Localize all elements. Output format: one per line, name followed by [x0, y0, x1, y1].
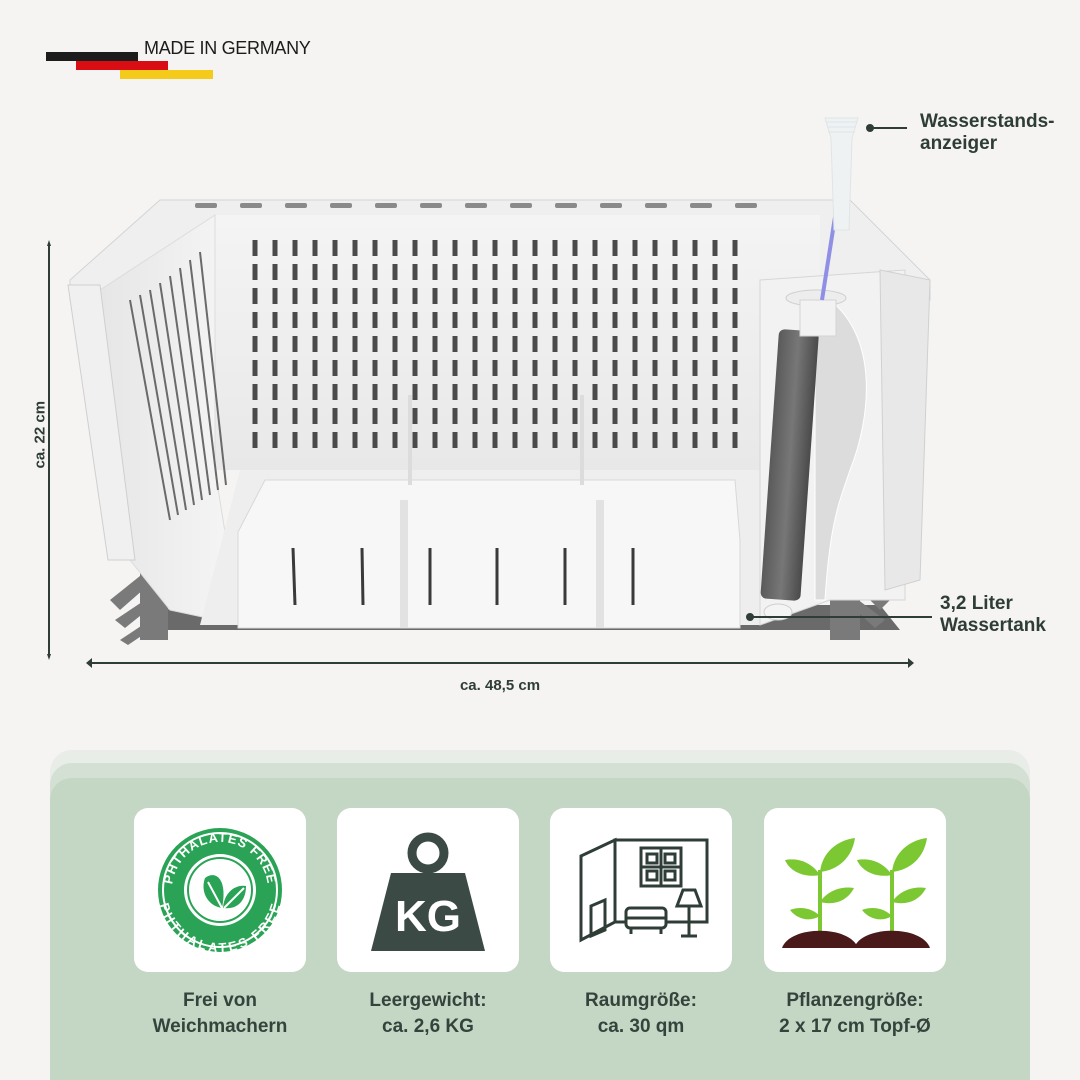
callout-line: Wasserstands-	[920, 111, 1055, 132]
feature-label-line1: Frei von	[183, 990, 257, 1011]
feature-label: Frei von Weichmachern	[125, 988, 315, 1040]
water-tank-callout: 3,2 Liter Wassertank	[940, 593, 1046, 637]
made-in-germany-text: MADE IN GERMANY	[144, 38, 311, 58]
feature-label: Raumgröße: ca. 30 qm	[546, 988, 736, 1040]
feature-label: Leergewicht: ca. 2,6 KG	[333, 988, 523, 1040]
feature-card	[550, 808, 732, 972]
callout-line: Wassertank	[940, 615, 1046, 636]
feature-label-line1: Raumgröße:	[585, 990, 697, 1011]
feature-plant-size: Pflanzengröße: 2 x 17 cm Topf-Ø	[760, 808, 950, 1040]
height-dimension-arrow	[47, 240, 51, 660]
water-level-indicator-callout: Wasserstands- anzeiger	[920, 111, 1054, 155]
plants-icon	[782, 838, 930, 948]
feature-card: PHTHALATES FREE PHTHALATES FREE	[134, 808, 306, 972]
feature-label: Pflanzengröße: 2 x 17 cm Topf-Ø	[760, 988, 950, 1040]
feature-card: KG	[337, 808, 519, 972]
water-level-leader-line	[866, 124, 907, 132]
made-in-germany-badge: MADE IN GERMANY	[44, 36, 344, 80]
width-dimension-arrow	[86, 658, 914, 668]
planter-image	[67, 117, 931, 645]
feature-label-line1: Leergewicht:	[369, 990, 487, 1011]
leader-dot	[746, 613, 754, 621]
feature-label-line2: ca. 2,6 KG	[382, 1016, 474, 1037]
phthalates-free-icon: PHTHALATES FREE PHTHALATES FREE	[157, 828, 282, 955]
feature-label-line1: Pflanzengröße:	[786, 990, 924, 1011]
callout-line: anzeiger	[920, 133, 998, 154]
feature-label-line2: Weichmachern	[152, 1016, 288, 1037]
kg-icon-text: KG	[395, 892, 461, 941]
feature-empty-weight: KG Leergewicht: ca. 2,6 KG	[333, 808, 523, 1040]
weight-kg-icon: KG	[371, 832, 485, 951]
feature-label-line2: 2 x 17 cm Topf-Ø	[779, 1016, 931, 1037]
callout-line: 3,2 Liter	[940, 593, 1013, 614]
feature-card	[764, 808, 946, 972]
feature-room-size: Raumgröße: ca. 30 qm	[546, 808, 736, 1040]
height-label: ca. 22 cm	[31, 400, 49, 469]
feature-label-line2: ca. 30 qm	[597, 1016, 685, 1037]
water-tank-leader-line	[746, 613, 932, 621]
flag-stripe-black	[46, 52, 138, 61]
leader-dot	[866, 124, 874, 132]
flag-stripe-gold	[120, 70, 213, 79]
flag-stripe-red	[76, 61, 168, 70]
feature-phthalates-free: PHTHALATES FREE PHTHALATES FREE Frei von…	[125, 808, 315, 1040]
width-label: ca. 48,5 cm	[459, 677, 541, 694]
room-icon	[579, 837, 709, 943]
